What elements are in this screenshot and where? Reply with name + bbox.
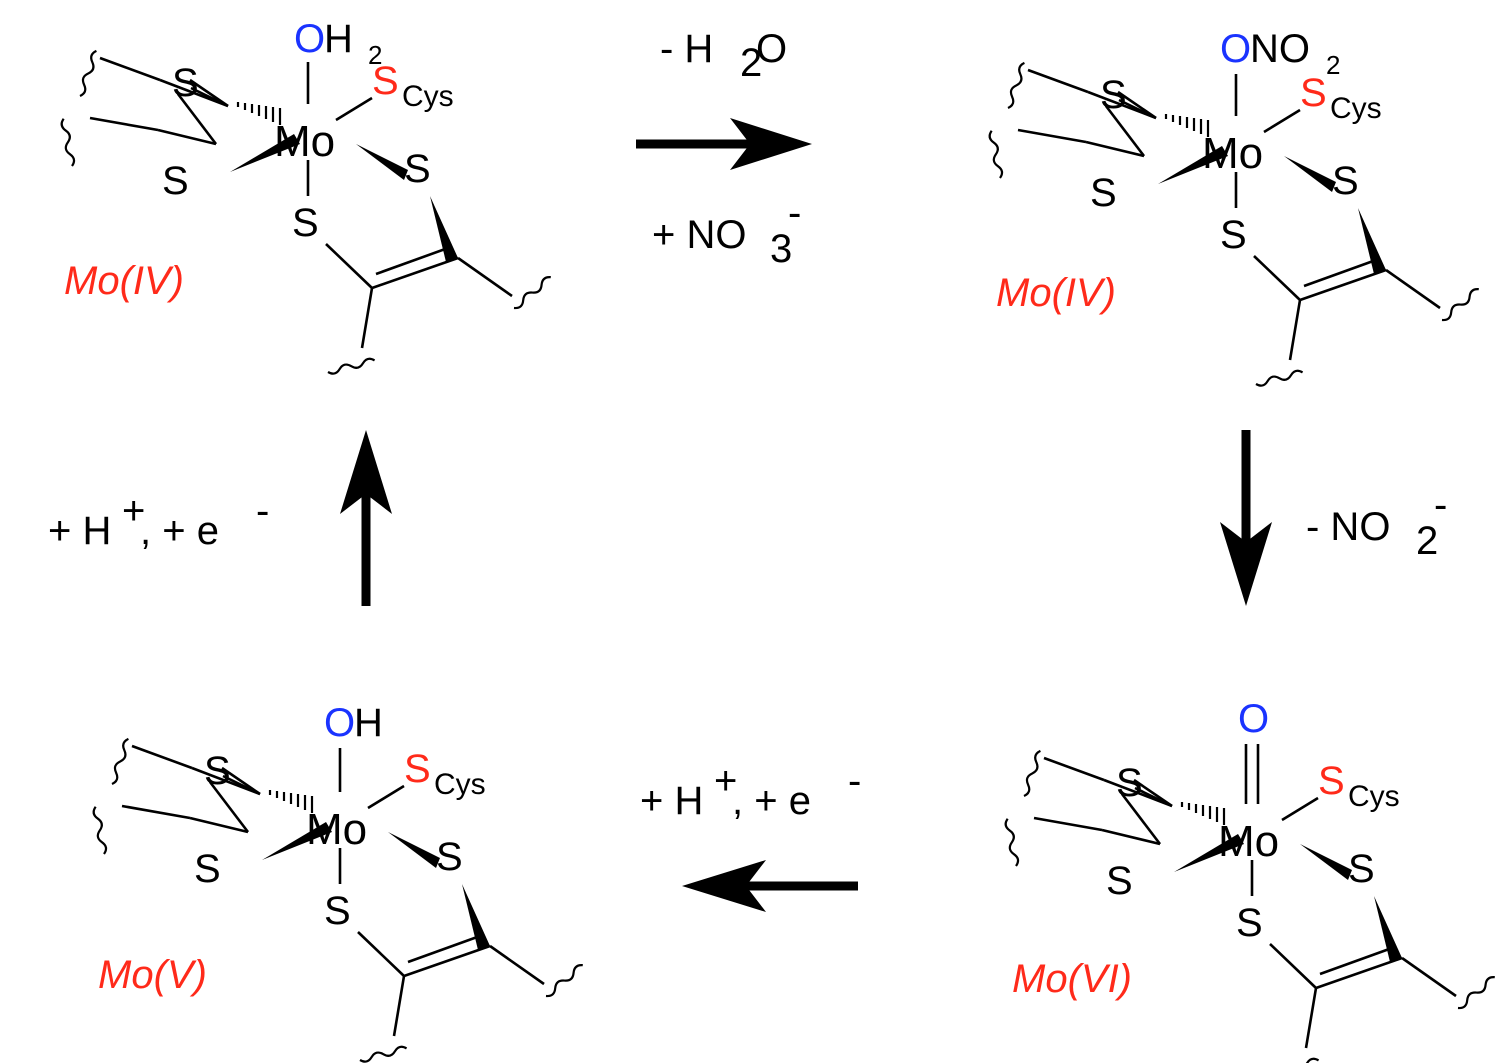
sulfur-bottom: S — [292, 201, 319, 245]
condition-minus-water-oxygen: O — [756, 27, 787, 71]
axial-oxygen: O — [294, 17, 325, 61]
complex-mo-vi-oxo: Mo O S Cys S S S S Mo(VI) — [1003, 697, 1498, 1063]
sulfur-lower-left: S — [162, 159, 189, 203]
step-top-below: + NO 3 - — [652, 191, 801, 271]
condition-plus-nitrate-sup: - — [788, 191, 801, 235]
metal-center: Mo — [274, 117, 335, 166]
condition-plus-nitrate-prefix: + NO — [652, 213, 746, 257]
condition-minus-water-sub: 2 — [740, 41, 762, 85]
condition-electron-prefix: , + e — [732, 779, 811, 823]
axial-suffix: NO — [1250, 27, 1310, 71]
sulfur-bottom: S — [324, 889, 351, 933]
sulfur-lower-left: S — [1106, 859, 1133, 903]
oxidation-state-label: Mo(VI) — [1012, 957, 1132, 1001]
sulfur-bottom: S — [1236, 901, 1263, 945]
cysteine-label: Cys — [1348, 780, 1400, 813]
cysteine-label: Cys — [402, 80, 454, 113]
step-top-above: - H 2 O — [660, 27, 787, 85]
arrow-left-up — [340, 430, 392, 606]
condition-minus-water-prefix: - H — [660, 27, 713, 71]
complex-mo-v-hydroxo: Mo O H S Cys S S S S Mo(V) — [91, 701, 586, 1063]
arrow-bottom-left — [682, 860, 858, 912]
sulfur-upper-left: S — [1116, 761, 1143, 805]
metal-center: Mo — [1218, 817, 1279, 866]
sulfur-upper-left: S — [204, 749, 231, 793]
condition-minus-nitrite-sub: 2 — [1416, 519, 1438, 563]
sulfur-right: S — [436, 835, 463, 879]
axial-oxygen: O — [1220, 27, 1251, 71]
metal-center: Mo — [306, 805, 367, 854]
condition-proton-prefix: + H — [640, 779, 703, 823]
step-left: + H + , + e - — [48, 489, 269, 553]
condition-proton-prefix: + H — [48, 509, 111, 553]
oxidation-state-label: Mo(V) — [98, 953, 207, 997]
arrow-top-right — [636, 118, 812, 170]
condition-plus-nitrate-sub: 3 — [770, 227, 792, 271]
arrow-right-down — [1220, 430, 1272, 606]
sulfur-upper-left: S — [1100, 73, 1127, 117]
complex-mo-iv-nitrate: Mo O NO 2 S Cys S S S S Mo(IV) — [987, 27, 1482, 389]
complex-mo-iv-aqua: Mo O H 2 S Cys S S S S Mo(IV) — [59, 17, 554, 377]
sulfur-right: S — [1348, 847, 1375, 891]
sulfur-upper-left: S — [172, 61, 199, 105]
condition-electron-sup: - — [848, 759, 861, 803]
condition-minus-nitrite-sup: - — [1434, 483, 1447, 527]
step-right: - NO 2 - — [1306, 483, 1447, 563]
cysteine-sulfur: S — [1318, 759, 1345, 803]
oxidation-state-label: Mo(IV) — [64, 259, 184, 303]
axial-oxygen: O — [324, 701, 355, 745]
cysteine-sulfur: S — [1300, 71, 1327, 115]
step-bottom: + H + , + e - — [640, 759, 861, 823]
cysteine-sulfur: S — [404, 747, 431, 791]
sulfur-right: S — [404, 147, 431, 191]
cysteine-sulfur: S — [372, 59, 399, 103]
axial-suffix: H — [324, 17, 353, 61]
condition-electron-sup: - — [256, 489, 269, 533]
condition-minus-nitrite-prefix: - NO — [1306, 505, 1390, 549]
oxidation-state-label: Mo(IV) — [996, 271, 1116, 315]
condition-proton-sup: + — [714, 759, 737, 803]
sulfur-lower-left: S — [194, 847, 221, 891]
cysteine-label: Cys — [1330, 92, 1382, 125]
axial-oxygen: O — [1238, 697, 1269, 741]
axial-subscript: 2 — [1326, 50, 1340, 80]
sulfur-lower-left: S — [1090, 171, 1117, 215]
axial-suffix: H — [354, 701, 383, 745]
condition-proton-sup: + — [122, 489, 145, 533]
cysteine-label: Cys — [434, 768, 486, 801]
sulfur-bottom: S — [1220, 213, 1247, 257]
metal-center: Mo — [1202, 129, 1263, 178]
sulfur-right: S — [1332, 159, 1359, 203]
axial-subscript: 2 — [368, 40, 382, 70]
condition-electron-prefix: , + e — [140, 509, 219, 553]
